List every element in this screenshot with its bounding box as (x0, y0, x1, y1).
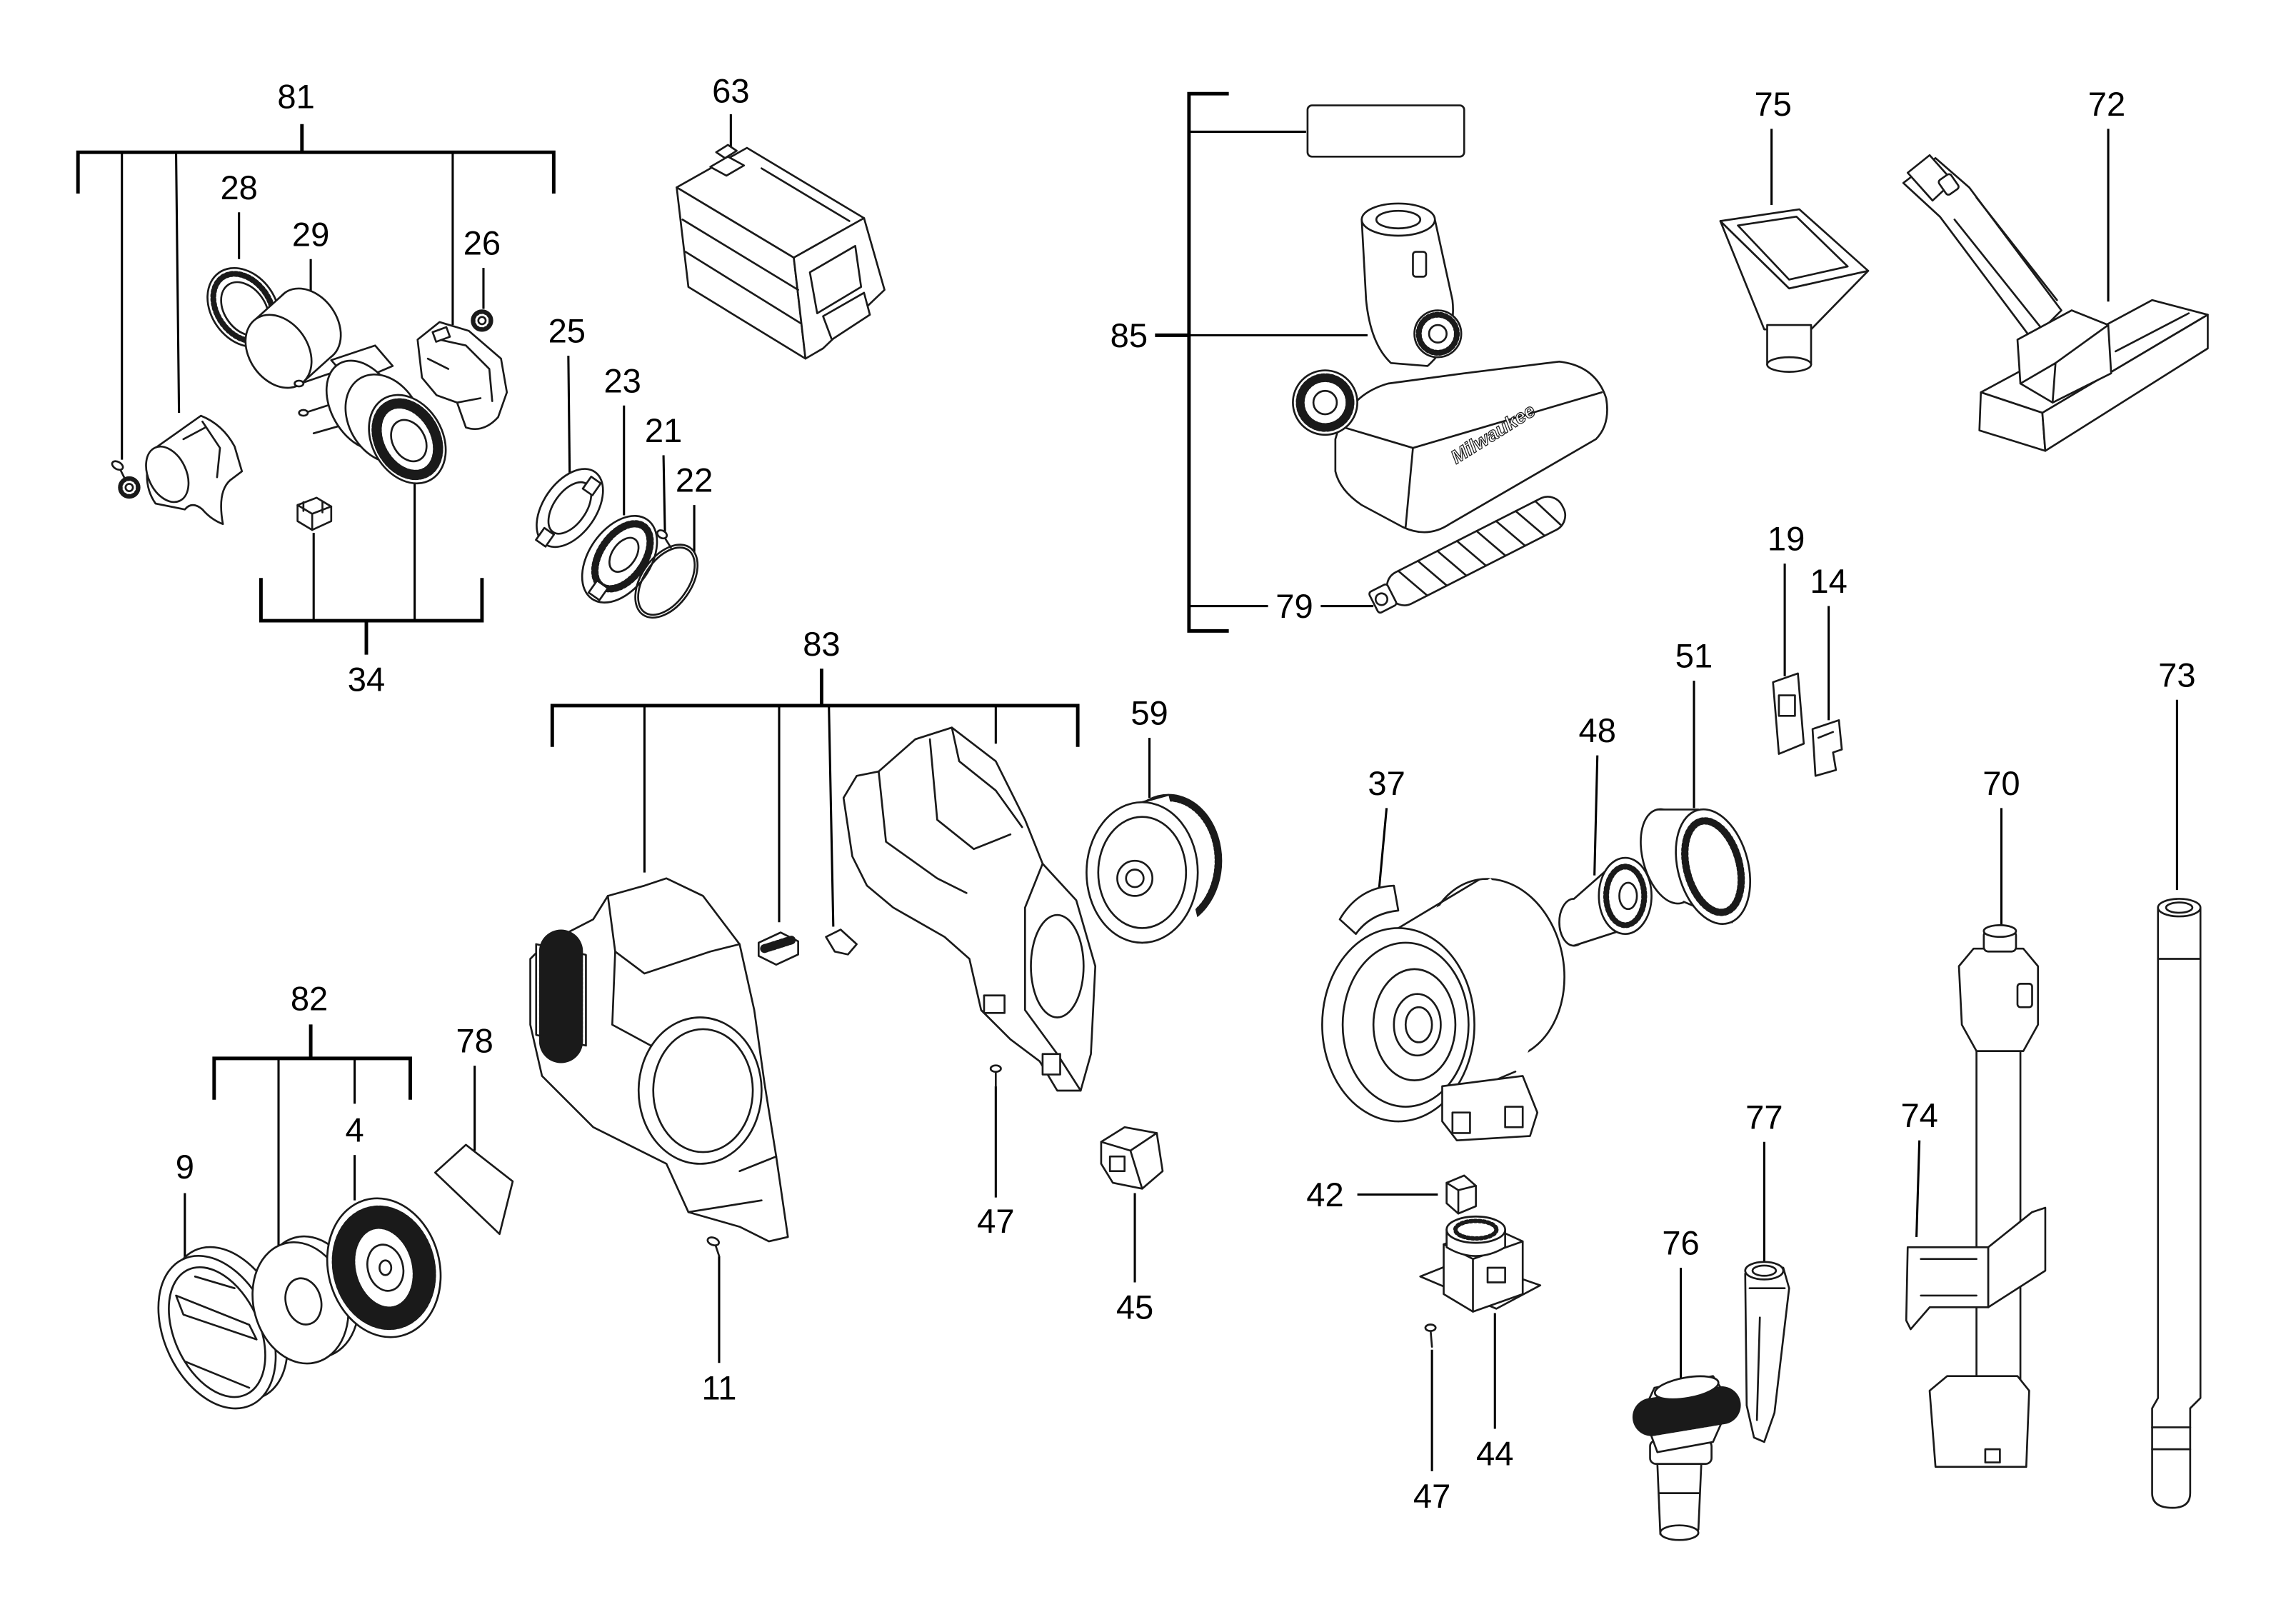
callout-label-70: 70 (1982, 764, 2020, 802)
part-83-housing-left (529, 877, 789, 1243)
part-37-motor-housing (1321, 878, 1565, 1142)
callout-label-73: 73 (2158, 656, 2195, 694)
callout-label-42: 42 (1306, 1176, 1343, 1213)
callout-label-47-lower: 47 (1413, 1477, 1450, 1515)
leader-lines (121, 114, 2178, 1471)
callout-label-78: 78 (456, 1022, 493, 1060)
part-72-floor-tool (1902, 154, 2209, 452)
callout-label-25: 25 (548, 312, 586, 350)
part-77-crevice-tool (1744, 1261, 1790, 1443)
callout-label-83: 83 (803, 625, 840, 663)
callout-label-19: 19 (1768, 520, 1805, 558)
part-81-gear (118, 476, 141, 499)
callout-label-44: 44 (1476, 1435, 1513, 1473)
callout-label-37: 37 (1368, 764, 1405, 802)
part-83-tab (825, 928, 858, 956)
part-47-screw-lower (1424, 1323, 1437, 1348)
part-79-brush-roll (1368, 496, 1567, 614)
callout-label-63: 63 (712, 71, 749, 109)
part-70-wand (1928, 924, 2040, 1468)
part-25-ring-plate (535, 468, 604, 549)
callout-label-74: 74 (1900, 1096, 1937, 1134)
part-45-block (1100, 1126, 1164, 1190)
callout-label-47-upper: 47 (977, 1202, 1014, 1240)
part-76-brush-tool (1632, 1375, 1741, 1541)
part-22-o-ring (634, 544, 699, 619)
part-83-housing-right (842, 726, 1097, 1092)
part-26-gear (471, 309, 493, 332)
part-44-base (1419, 1215, 1542, 1313)
part-21-screw (656, 529, 672, 549)
callout-label-26: 26 (463, 224, 501, 262)
callout-label-9: 9 (176, 1148, 194, 1186)
callout-label-23: 23 (603, 361, 641, 399)
callout-labels: 81 28 29 26 34 63 25 23 21 22 85 79 75 7… (176, 71, 2196, 1515)
part-78-label-sticker (433, 1143, 514, 1236)
callout-label-75: 75 (1754, 85, 1791, 123)
callout-label-48: 48 (1579, 711, 1616, 749)
part-81-cap (145, 414, 244, 526)
callout-label-28: 28 (220, 169, 257, 206)
part-29-foam-cylinder (244, 287, 342, 389)
part-63-housing (676, 144, 886, 360)
callout-label-82: 82 (291, 979, 328, 1017)
bracket-83 (550, 669, 1080, 747)
part-14-clip (1811, 719, 1843, 777)
part-42-block (1445, 1174, 1477, 1215)
part-73-tube (2151, 898, 2202, 1509)
callout-label-45: 45 (1116, 1288, 1153, 1326)
callout-label-79: 79 (1275, 587, 1313, 625)
callout-label-11: 11 (701, 1368, 736, 1406)
part-34-switch (296, 496, 333, 531)
part-83-clip (757, 931, 799, 966)
part-11-screw (706, 1236, 721, 1257)
callout-label-76: 76 (1662, 1224, 1699, 1262)
callout-label-14: 14 (1810, 562, 1847, 600)
callout-label-77: 77 (1745, 1098, 1783, 1136)
part-51-ring (1640, 808, 1752, 925)
part-26-housing (416, 321, 508, 431)
part-81-cyclone-assembly (294, 344, 447, 485)
part-85-floor-head: Milwaukee (1292, 202, 1608, 534)
bracket-34 (259, 578, 484, 655)
part-81-screw (111, 460, 126, 480)
part-75-nozzle (1719, 208, 1870, 373)
callout-label-34: 34 (348, 660, 385, 698)
part-74-clip (1905, 1206, 2047, 1331)
callout-label-21: 21 (645, 411, 682, 449)
callout-label-29: 29 (292, 215, 329, 253)
part-85-label-box (1306, 104, 1465, 158)
callout-label-72: 72 (2088, 85, 2125, 123)
part-47-screw-upper (989, 1064, 1002, 1088)
callout-label-4: 4 (345, 1111, 364, 1149)
callout-label-22: 22 (676, 461, 713, 499)
bracket-81 (76, 124, 556, 194)
part-48-adapter (1558, 856, 1653, 947)
callout-label-85: 85 (1111, 316, 1148, 354)
part-4-pleated-filter (326, 1197, 442, 1338)
part-59-filter (1086, 794, 1223, 944)
callout-label-81: 81 (277, 78, 314, 116)
callout-label-59: 59 (1131, 694, 1168, 732)
part-19-plate (1772, 672, 1805, 755)
callout-label-51: 51 (1675, 637, 1713, 675)
bracket-85 (1155, 91, 1229, 633)
bracket-82 (212, 1024, 412, 1100)
